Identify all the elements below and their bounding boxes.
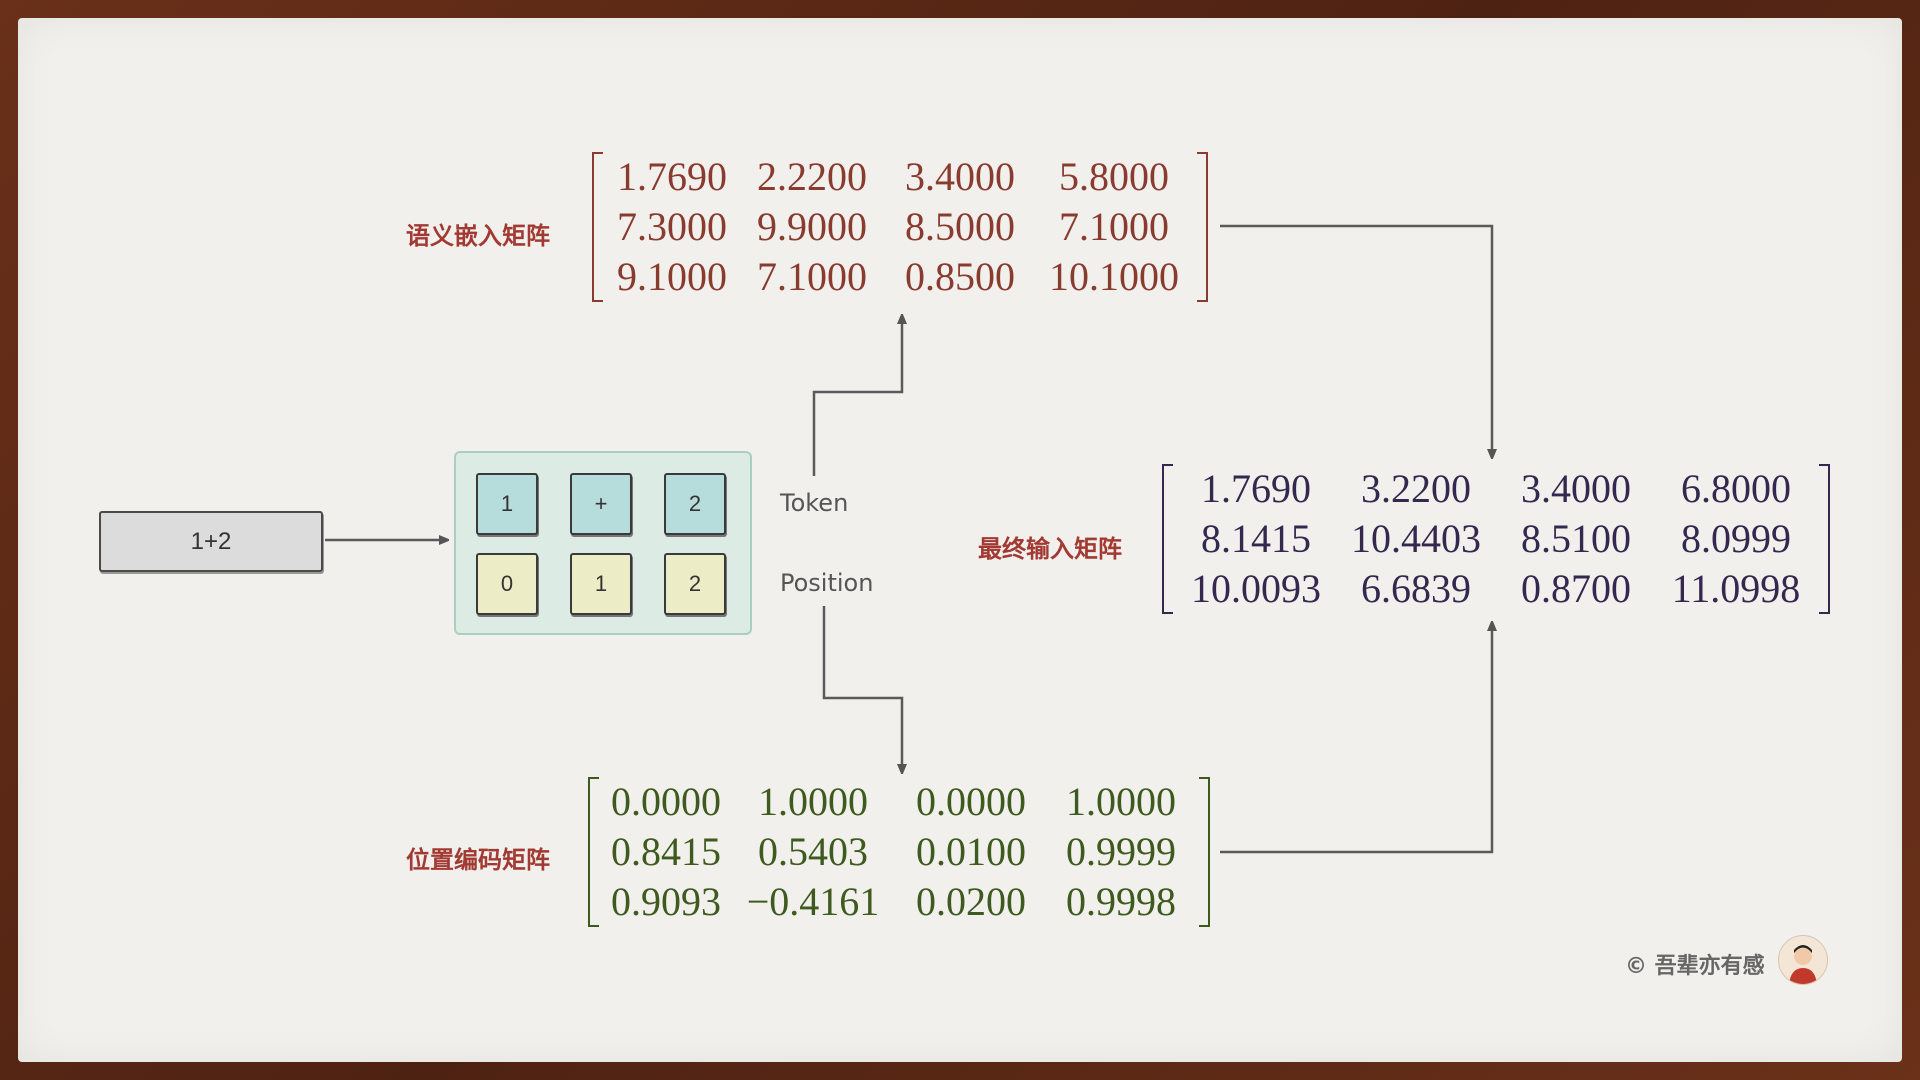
matrix-cell: 11.0998 xyxy=(1671,566,1801,611)
matrix-cell: 0.0000 xyxy=(916,779,1026,824)
token-tile-0: 1 xyxy=(476,473,538,535)
matrix-cell: −0.4161 xyxy=(746,879,880,924)
position-tile-1: 1 xyxy=(570,553,632,615)
input-expression-box: 1+2 xyxy=(99,511,323,572)
semantic-embedding-matrix: 1.7690 2.2200 3.4000 5.8000 7.3000 9.9000 8.50… xyxy=(592,152,1208,302)
token-tile-text: 1 xyxy=(500,491,514,516)
matrix-cell: 0.0100 xyxy=(916,829,1026,874)
token-position-panel: 1 + 2 0 1 2 xyxy=(454,451,752,635)
matrix-cell: 0.5403 xyxy=(758,829,868,874)
matrix-left-bracket xyxy=(588,777,599,927)
matrix-cell: 0.9998 xyxy=(1066,879,1176,924)
matrix-cell: 0.9093 xyxy=(611,879,721,924)
matrix-grid: 1.7690 3.2200 3.4000 6.8000 8.1415 10.4403 8.5… xyxy=(1162,464,1830,614)
matrix-cell: 2.2200 xyxy=(757,154,867,199)
positional-encoding-matrix: 0.0000 1.0000 0.0000 1.0000 0.8415 0.5403 0.01… xyxy=(588,777,1210,927)
positional-matrix-label: 位置编码矩阵 xyxy=(406,846,550,874)
matrix-cell: 0.9999 xyxy=(1066,829,1176,874)
matrix-cell: 7.3000 xyxy=(617,204,727,249)
matrix-cell: 7.1000 xyxy=(1059,204,1169,249)
matrix-cell: 10.4403 xyxy=(1351,516,1481,561)
matrix-right-bracket xyxy=(1197,152,1208,302)
author-avatar xyxy=(1778,935,1828,985)
matrix-left-bracket xyxy=(1162,464,1173,614)
matrix-cell: 3.2200 xyxy=(1361,466,1471,511)
matrix-cell: 10.0093 xyxy=(1191,566,1321,611)
author-credit: © 吾辈亦有感 xyxy=(1625,954,1765,979)
avatar-icon xyxy=(1789,945,1817,984)
matrix-cell: 0.8500 xyxy=(905,254,1015,299)
matrix-grid: 0.0000 1.0000 0.0000 1.0000 0.8415 0.5403 0.01… xyxy=(588,777,1210,927)
matrix-right-bracket xyxy=(1819,464,1830,614)
matrix-cell: 0.8700 xyxy=(1521,566,1631,611)
matrix-cell: 9.9000 xyxy=(757,204,867,249)
token-tile-text: 2 xyxy=(688,491,702,516)
arrow-semantic-to-final xyxy=(1220,224,1492,455)
arrow-positional-to-final xyxy=(1220,625,1492,854)
matrix-cell: 9.1000 xyxy=(617,254,727,299)
matrix-cell: 8.5100 xyxy=(1521,516,1631,561)
position-tile-0: 0 xyxy=(476,553,538,615)
matrix-cell: 8.0999 xyxy=(1681,516,1791,561)
position-label: Position xyxy=(780,569,874,597)
matrix-cell: 1.7690 xyxy=(617,154,727,199)
semantic-matrix-label: 语义嵌入矩阵 xyxy=(406,222,550,250)
input-expression-text: 1+2 xyxy=(190,527,232,555)
matrix-cell: 10.1000 xyxy=(1049,254,1179,299)
token-tile-2: 2 xyxy=(664,473,726,535)
token-label: Token xyxy=(780,489,849,517)
matrix-grid: 1.7690 2.2200 3.4000 5.8000 7.3000 9.9000 8.50… xyxy=(592,152,1208,302)
matrix-left-bracket xyxy=(592,152,603,302)
position-tile-2: 2 xyxy=(664,553,726,615)
matrix-cell: 7.1000 xyxy=(757,254,867,299)
arrow-position-to-positional xyxy=(822,606,902,770)
arrow-token-to-semantic xyxy=(812,318,902,476)
matrix-cell: 6.8000 xyxy=(1681,466,1791,511)
matrix-cell: 0.0200 xyxy=(916,879,1026,924)
matrix-right-bracket xyxy=(1199,777,1210,927)
position-tile-text: 0 xyxy=(500,571,514,596)
matrix-cell: 3.4000 xyxy=(905,154,1015,199)
matrix-cell: 3.4000 xyxy=(1521,466,1631,511)
matrix-cell: 1.0000 xyxy=(758,779,868,824)
token-tile-text: + xyxy=(594,491,608,516)
matrix-cell: 0.0000 xyxy=(611,779,721,824)
matrix-cell: 6.6839 xyxy=(1361,566,1471,611)
final-matrix-label: 最终输入矩阵 xyxy=(978,535,1122,563)
matrix-cell: 8.5000 xyxy=(905,204,1015,249)
position-tile-text: 2 xyxy=(688,571,702,596)
matrix-cell: 1.7690 xyxy=(1201,466,1311,511)
token-tile-1: + xyxy=(570,473,632,535)
matrix-cell: 5.8000 xyxy=(1059,154,1169,199)
matrix-cell: 1.0000 xyxy=(1066,779,1176,824)
final-input-matrix: 1.7690 3.2200 3.4000 6.8000 8.1415 10.4403 8.5… xyxy=(1162,464,1830,614)
matrix-cell: 0.8415 xyxy=(611,829,721,874)
matrix-cell: 8.1415 xyxy=(1201,516,1311,561)
position-tile-text: 1 xyxy=(594,571,608,596)
